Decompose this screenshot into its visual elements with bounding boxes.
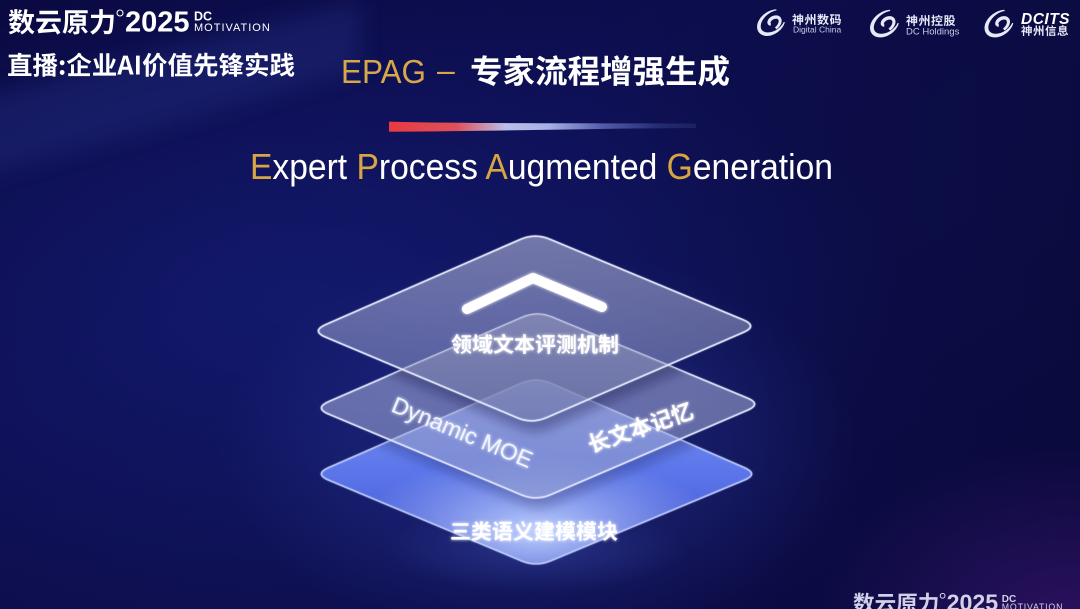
svg-text:–: – bbox=[437, 52, 455, 88]
svg-text:Digital China: Digital China bbox=[793, 25, 841, 35]
svg-text:DC Holdings: DC Holdings bbox=[906, 27, 960, 38]
svg-text:DCITS: DCITS bbox=[1021, 11, 1070, 28]
svg-text:Expert Process Augmented Gener: Expert Process Augmented Generation bbox=[250, 146, 833, 187]
svg-text:EPAG: EPAG bbox=[341, 53, 426, 90]
